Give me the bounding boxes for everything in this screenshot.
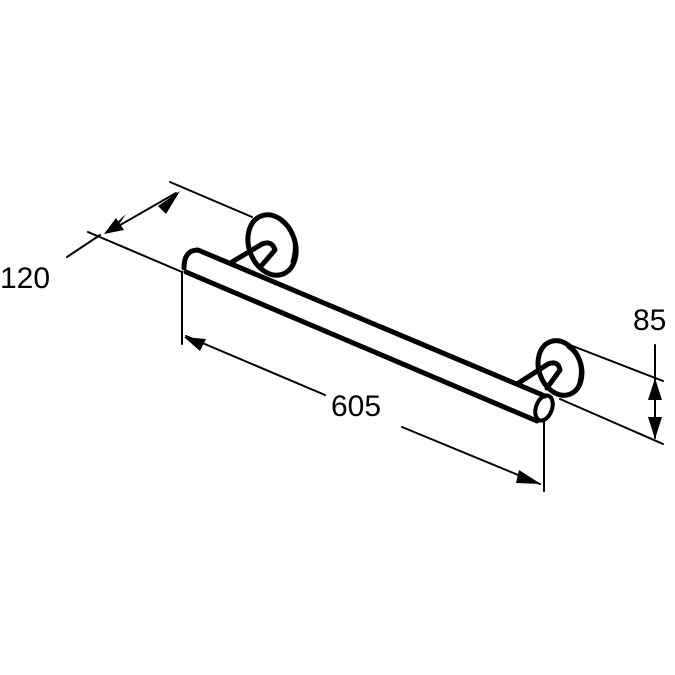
bar-bottom-edge [183,269,540,424]
length-dimension-line-right [401,426,541,485]
depth-extension-line-bottom [87,231,183,273]
height-arrow-down [648,417,662,439]
length-dimension-line-left [185,335,326,396]
bar-end-cap [533,393,555,423]
length-arrow-left [184,337,206,351]
height-dimension-label: 85 [633,304,667,337]
length-dimension-label: 605 [331,390,382,423]
right-rosette-edge [566,345,582,388]
left-stem [229,240,278,268]
depth-leader-line [66,234,101,258]
depth-extension-line-top [169,181,253,218]
height-extension-line-bottom [559,398,664,445]
left-rosette-edge [280,220,296,264]
bar-top-edge [181,247,548,399]
depth-arrow-lower-fill [104,218,124,234]
height-extension-line-top [569,344,664,382]
depth-arrow-upper [158,191,180,214]
height-arrow-up [648,378,662,400]
depth-dimension-label: 120 [0,262,51,295]
length-arrow-right [516,470,541,484]
right-stem [514,360,563,391]
